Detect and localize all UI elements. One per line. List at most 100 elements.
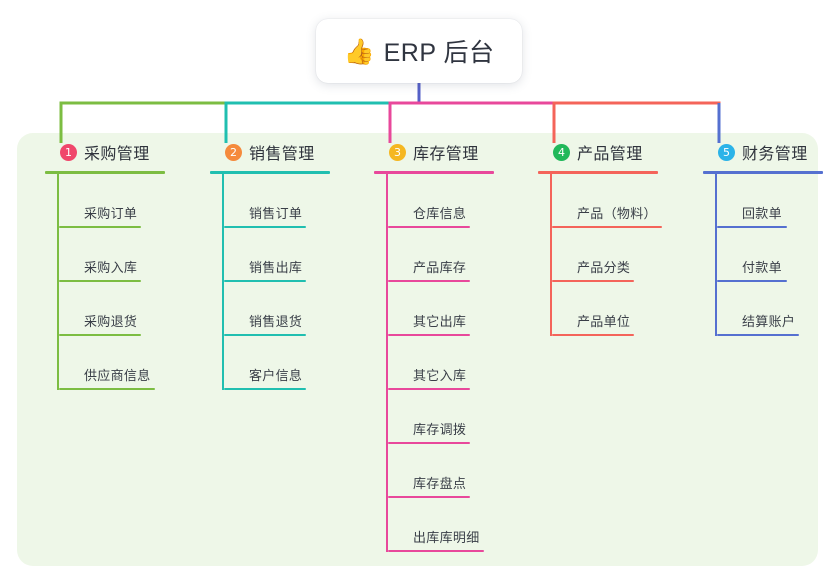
branch-item-rule bbox=[59, 280, 141, 282]
branch-header-rule bbox=[210, 171, 330, 174]
branch-header-1[interactable]: 1 采购管理 bbox=[39, 133, 189, 171]
branch-item[interactable]: 库存盘点 bbox=[386, 444, 518, 498]
branch-item-label: 采购订单 bbox=[84, 206, 138, 221]
branch-item[interactable]: 库存调拨 bbox=[386, 390, 518, 444]
branch-item-rule bbox=[552, 226, 662, 228]
branch-column-3: 3 库存管理仓库信息产品库存其它出库其它入库库存调拨库存盘点出库库明细 bbox=[368, 133, 518, 552]
branch-item[interactable]: 销售出库 bbox=[222, 228, 354, 282]
branch-spine bbox=[57, 174, 59, 390]
branch-item-rule bbox=[388, 442, 470, 444]
branch-column-2: 2 销售管理销售订单销售出库销售退货客户信息 bbox=[204, 133, 354, 390]
branch-item[interactable]: 采购入库 bbox=[57, 228, 189, 282]
branch-number-badge: 3 bbox=[389, 143, 406, 161]
branch-item-rule bbox=[552, 334, 634, 336]
branch-spine bbox=[550, 174, 552, 336]
branch-item-label: 销售退货 bbox=[249, 314, 303, 329]
branch-item-label: 客户信息 bbox=[249, 368, 303, 383]
branch-header-3[interactable]: 3 库存管理 bbox=[368, 133, 518, 171]
branch-column-4: 4 产品管理产品（物料） 产品分类产品单位 bbox=[532, 133, 682, 336]
branch-item[interactable]: 产品（物料） bbox=[550, 174, 682, 228]
branch-item-rule bbox=[224, 226, 306, 228]
branch-item[interactable]: 产品单位 bbox=[550, 282, 682, 336]
branch-spine bbox=[386, 174, 388, 552]
branch-item-rule bbox=[388, 496, 470, 498]
branch-item-list: 产品（物料） 产品分类产品单位 bbox=[550, 174, 682, 336]
branch-item-label: 产品（物料） bbox=[577, 206, 657, 221]
branch-item-label: 付款单 bbox=[742, 260, 782, 275]
branch-item[interactable]: 产品库存 bbox=[386, 228, 518, 282]
branch-item-rule bbox=[717, 226, 787, 228]
branch-item-label: 产品分类 bbox=[577, 260, 631, 275]
branch-header-rule bbox=[45, 171, 165, 174]
branch-item-label: 回款单 bbox=[742, 206, 782, 221]
branch-item[interactable]: 其它入库 bbox=[386, 336, 518, 390]
branch-item[interactable]: 产品分类 bbox=[550, 228, 682, 282]
branch-item-list: 仓库信息产品库存其它出库其它入库库存调拨库存盘点出库库明细 bbox=[386, 174, 518, 552]
branch-item-rule bbox=[717, 280, 787, 282]
root-title: ERP 后台 bbox=[383, 39, 495, 67]
branch-item-label: 出库库明细 bbox=[413, 530, 480, 545]
branch-item-rule bbox=[388, 550, 484, 552]
branch-item[interactable]: 销售退货 bbox=[222, 282, 354, 336]
branch-item-label: 其它出库 bbox=[413, 314, 467, 329]
branch-item-label: 库存盘点 bbox=[413, 476, 467, 491]
branch-title: 库存管理 bbox=[413, 146, 479, 163]
branch-item-label: 其它入库 bbox=[413, 368, 467, 383]
branch-title: 采购管理 bbox=[84, 146, 150, 163]
branch-item-rule bbox=[59, 334, 141, 336]
branch-item-label: 供应商信息 bbox=[84, 368, 151, 383]
branch-item[interactable]: 回款单 bbox=[715, 174, 837, 228]
branch-item[interactable]: 其它出库 bbox=[386, 282, 518, 336]
branch-item-label: 仓库信息 bbox=[413, 206, 467, 221]
branch-item-label: 采购入库 bbox=[84, 260, 138, 275]
branch-item-list: 回款单付款单结算账户 bbox=[715, 174, 837, 336]
branch-item[interactable]: 采购退货 bbox=[57, 282, 189, 336]
branch-item-label: 库存调拨 bbox=[413, 422, 467, 437]
branch-item-rule bbox=[224, 280, 306, 282]
branch-item-rule bbox=[59, 388, 155, 390]
branch-item-label: 产品单位 bbox=[577, 314, 631, 329]
thumbs-up-icon: 👍 bbox=[343, 37, 375, 66]
branch-item[interactable]: 销售订单 bbox=[222, 174, 354, 228]
content-panel bbox=[17, 133, 818, 566]
branch-title: 销售管理 bbox=[249, 146, 315, 163]
branch-column-5: 5 财务管理回款单付款单结算账户 bbox=[697, 133, 837, 336]
branch-item[interactable]: 结算账户 bbox=[715, 282, 837, 336]
branch-header-2[interactable]: 2 销售管理 bbox=[204, 133, 354, 171]
branch-spine bbox=[715, 174, 717, 336]
branch-header-5[interactable]: 5 财务管理 bbox=[697, 133, 837, 171]
branch-number-badge: 4 bbox=[553, 143, 570, 161]
root-node[interactable]: 👍 ERP 后台 bbox=[316, 19, 522, 83]
branch-title: 产品管理 bbox=[577, 146, 643, 163]
branch-title: 财务管理 bbox=[742, 146, 808, 163]
branch-item[interactable]: 仓库信息 bbox=[386, 174, 518, 228]
branch-item-rule bbox=[388, 388, 470, 390]
branch-item-label: 销售出库 bbox=[249, 260, 303, 275]
branch-number-badge: 5 bbox=[718, 143, 735, 161]
branch-item-rule bbox=[388, 280, 470, 282]
branch-item[interactable]: 采购订单 bbox=[57, 174, 189, 228]
branch-item-rule bbox=[224, 388, 306, 390]
branch-header-4[interactable]: 4 产品管理 bbox=[532, 133, 682, 171]
branch-item-label: 采购退货 bbox=[84, 314, 138, 329]
branch-item-list: 销售订单销售出库销售退货客户信息 bbox=[222, 174, 354, 390]
branch-item-label: 结算账户 bbox=[742, 314, 796, 329]
branch-header-rule bbox=[374, 171, 494, 174]
branch-item-rule bbox=[224, 334, 306, 336]
branch-number-badge: 2 bbox=[225, 143, 242, 161]
branch-item[interactable]: 付款单 bbox=[715, 228, 837, 282]
branch-item-rule bbox=[388, 334, 470, 336]
branch-item[interactable]: 客户信息 bbox=[222, 336, 354, 390]
branch-item[interactable]: 供应商信息 bbox=[57, 336, 189, 390]
branch-item-rule bbox=[59, 226, 141, 228]
branch-item-list: 采购订单采购入库采购退货供应商信息 bbox=[57, 174, 189, 390]
branch-item-rule bbox=[717, 334, 799, 336]
branch-column-1: 1 采购管理采购订单采购入库采购退货供应商信息 bbox=[39, 133, 189, 390]
branch-header-rule bbox=[538, 171, 658, 174]
branch-number-badge: 1 bbox=[60, 143, 77, 161]
branch-spine bbox=[222, 174, 224, 390]
branch-item[interactable]: 出库库明细 bbox=[386, 498, 518, 552]
branch-columns: 1 采购管理采购订单采购入库采购退货供应商信息 2 销售管理销售订单销售出库销售退货客… bbox=[17, 133, 823, 566]
branch-header-rule bbox=[703, 171, 823, 174]
